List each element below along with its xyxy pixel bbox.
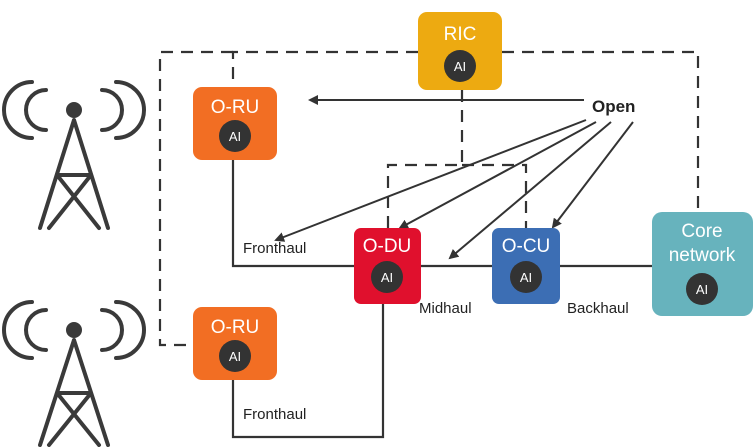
antenna-tower-icon-top — [2, 80, 146, 230]
oru-top-ai-badge — [219, 120, 251, 152]
node-ocu: O-CU AI — [492, 228, 560, 304]
ric-title: RIC — [444, 24, 477, 45]
core-network-ai-badge — [686, 273, 718, 305]
ric-to-oru2-dashed-link — [158, 50, 233, 347]
open-arrows — [274, 95, 634, 260]
node-odu: O-DU AI — [354, 228, 421, 304]
ocu-ai-label: AI — [520, 270, 532, 285]
open-arrow-to-ocu — [551, 121, 634, 229]
fronthaul-top-label: Fronthaul — [243, 240, 306, 257]
core-network-title-line1: Core — [681, 221, 722, 242]
node-oru-bottom: O-RU AI — [193, 307, 277, 380]
core-network-box — [652, 212, 753, 316]
oru-bottom-ai-label: AI — [229, 349, 241, 364]
antenna-tower-icon-bottom — [2, 300, 146, 447]
open-arrow-to-odu — [398, 121, 597, 229]
fronthaul-bottom-link — [231, 304, 385, 439]
node-core-network: Core network AI — [652, 212, 753, 316]
core-network-title-line2: network — [669, 245, 736, 266]
odu-ai-badge — [371, 261, 403, 293]
ric-to-ocu-dashed-link — [462, 163, 528, 228]
ric-to-odu-dashed-link — [386, 90, 464, 228]
oru-top-title: O-RU — [211, 97, 260, 118]
ric-ai-badge — [444, 50, 476, 82]
ric-ai-label: AI — [454, 59, 466, 74]
node-oru-top: O-RU AI — [193, 87, 277, 160]
open-arrow-to-fronthaul — [274, 119, 587, 242]
odu-title: O-DU — [363, 236, 412, 257]
open-arrow-to-midhaul — [448, 121, 612, 260]
node-ric: RIC AI — [418, 12, 502, 90]
solid-transport-links — [231, 160, 652, 439]
ocu-title: O-CU — [502, 236, 551, 257]
fronthaul-top-link — [231, 160, 354, 268]
open-label: Open — [592, 97, 635, 116]
backhaul-label: Backhaul — [567, 300, 629, 317]
oru-top-ai-label: AI — [229, 129, 241, 144]
fronthaul-bottom-label: Fronthaul — [243, 406, 306, 423]
ric-to-core-dashed-link — [502, 50, 700, 212]
midhaul-label: Midhaul — [419, 300, 472, 317]
ric-to-oru1-dashed-link — [231, 50, 418, 87]
core-network-ai-label: AI — [696, 282, 708, 297]
odu-ai-label: AI — [381, 270, 393, 285]
oru-bottom-title: O-RU — [211, 317, 260, 338]
ocu-ai-badge — [510, 261, 542, 293]
oru-bottom-ai-badge — [219, 340, 251, 372]
